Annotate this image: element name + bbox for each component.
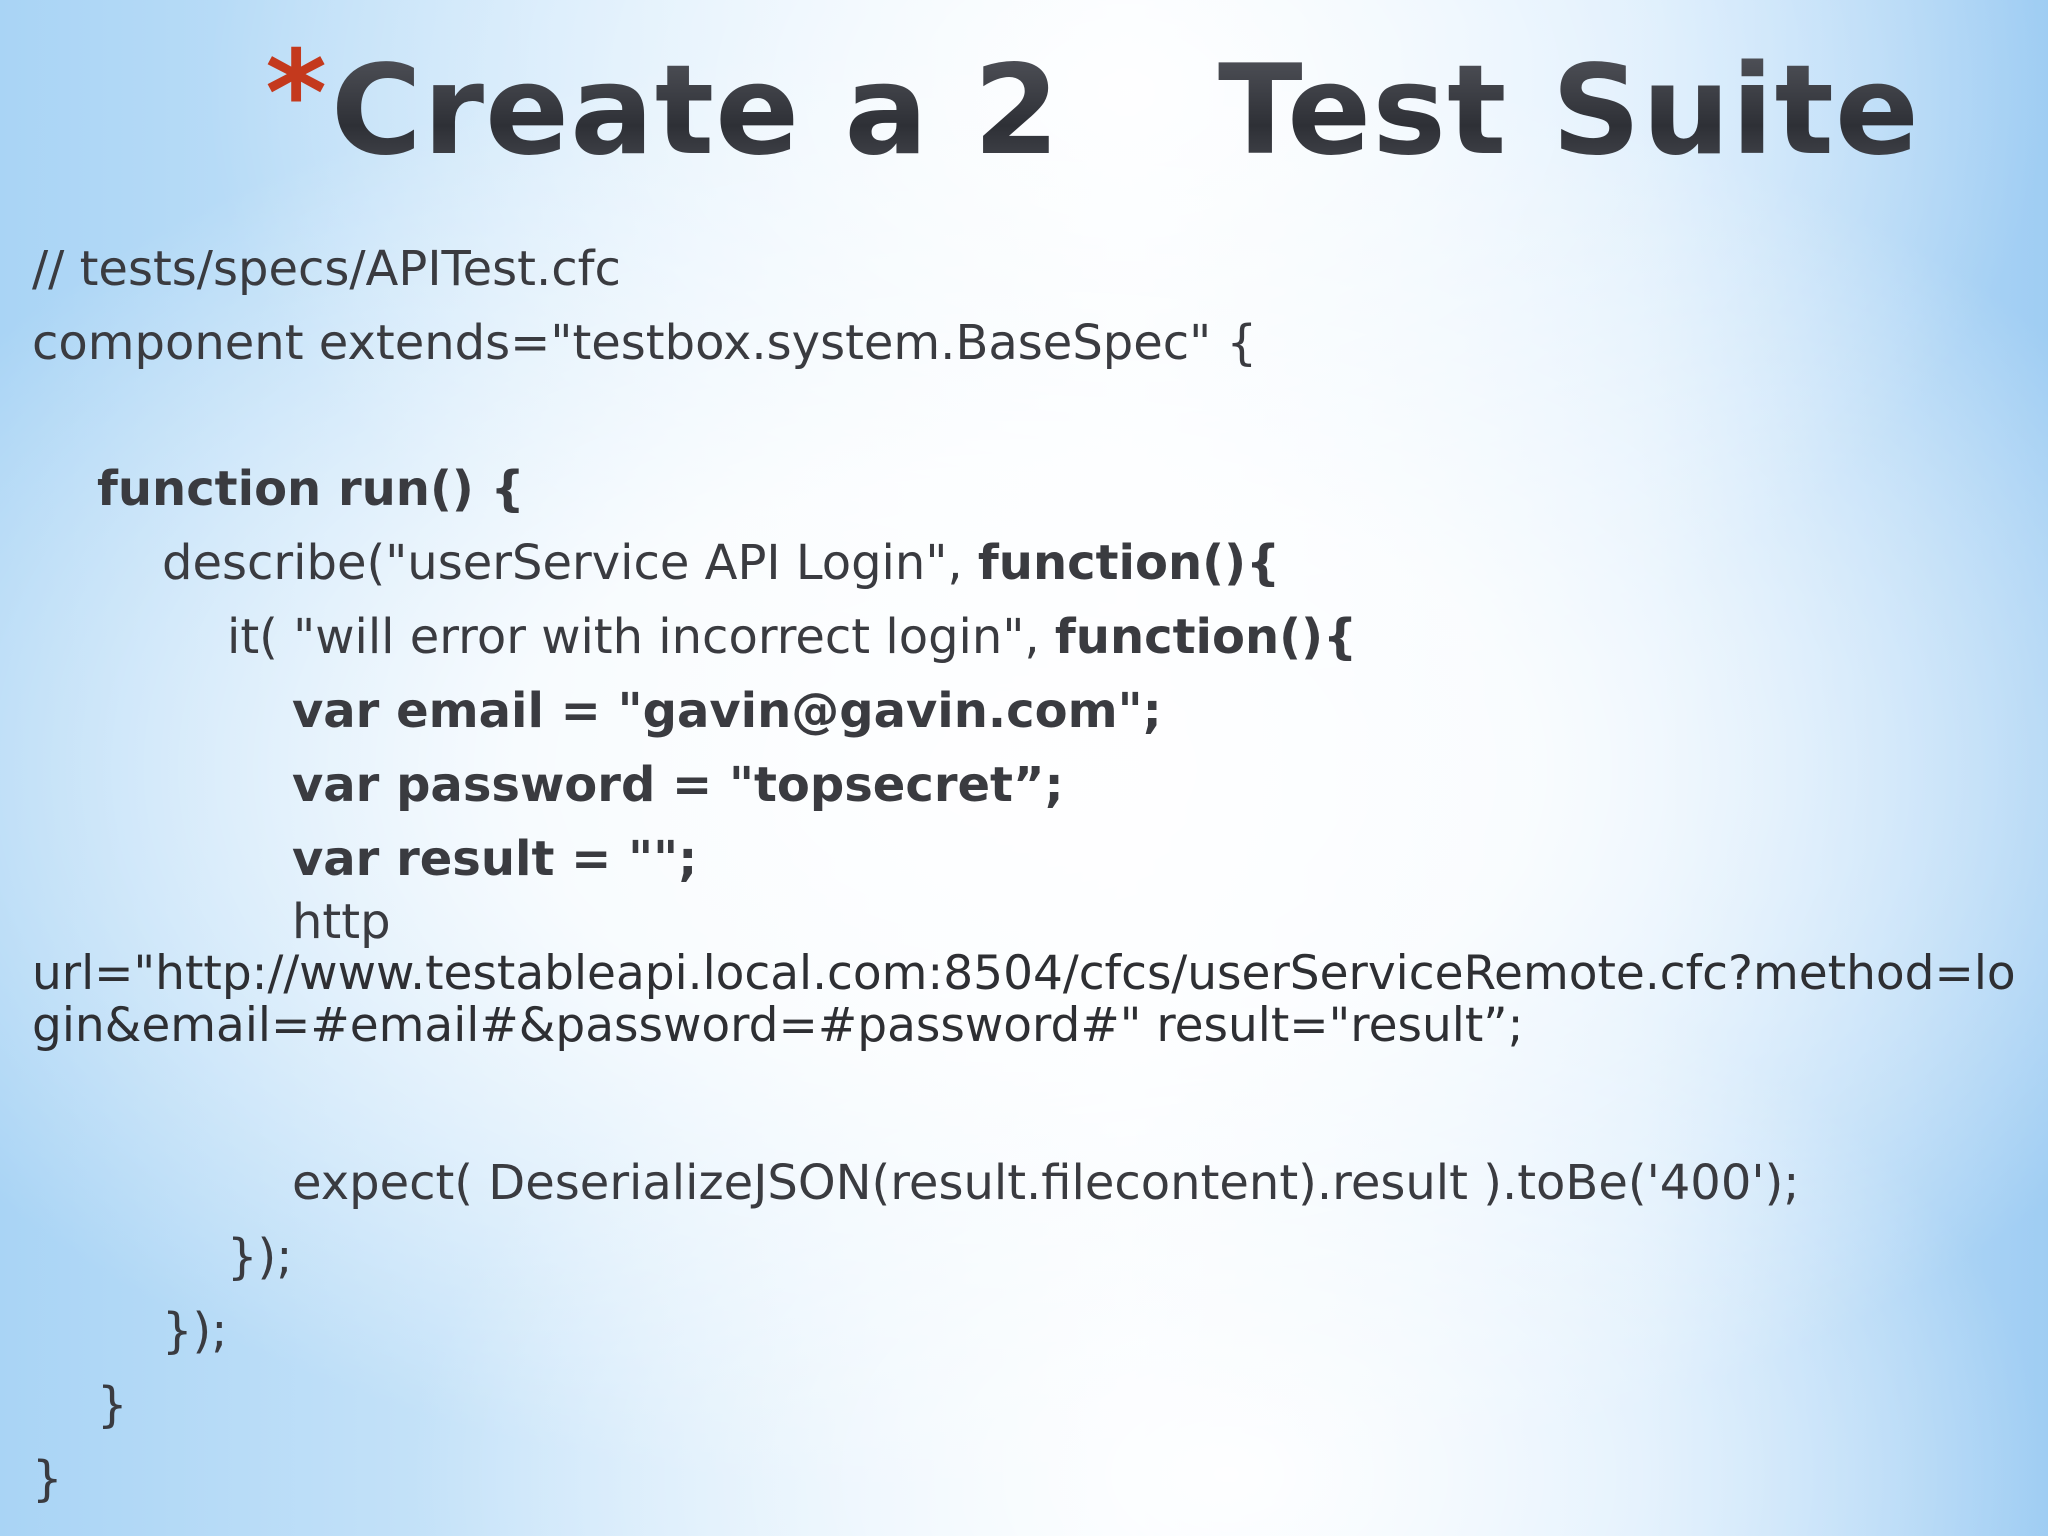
code-line-close-run: } xyxy=(97,1377,128,1433)
describe-function-keyword: function(){ xyxy=(977,535,1281,591)
code-line-comment: // tests/specs/APITest.cfc xyxy=(32,241,621,297)
title-superscript: nd xyxy=(1060,35,1174,125)
asterisk-bullet-icon: * xyxy=(265,24,327,162)
code-line-blank xyxy=(32,380,2022,452)
code-line-http-url: url="http://www.testableapi.local.com:85… xyxy=(32,946,2016,1053)
code-line-close-component: } xyxy=(32,1451,63,1507)
code-line-http: http xyxy=(292,894,391,950)
code-line-var-email: var email = "gavin@gavin.com"; xyxy=(292,683,1162,739)
code-line-close-describe: }); xyxy=(162,1303,228,1359)
code-line-describe: describe("userService API Login", functi… xyxy=(32,526,2022,600)
slide-title: * Create a 2nd Test Suite xyxy=(265,34,1920,183)
title-suffix: Test Suite xyxy=(1173,39,1920,183)
code-line-var-password: var password = "topsecret”; xyxy=(292,757,1064,813)
code-line-blank-2 xyxy=(32,1052,2022,1146)
code-line-var-result: var result = ""; xyxy=(292,831,698,887)
it-function-keyword: function(){ xyxy=(1054,609,1358,665)
code-line-function-run: function run() { xyxy=(97,461,525,517)
it-call: it( "will error with incorrect login", xyxy=(227,609,1055,665)
code-line-expect: expect( DeserializeJSON(result.fileconte… xyxy=(292,1155,1800,1211)
title-text: Create a 2nd Test Suite xyxy=(331,40,1920,183)
code-line-it: it( "will error with incorrect login", f… xyxy=(32,600,2022,674)
code-line-component: component extends="testbox.system.BaseSp… xyxy=(32,315,1258,371)
title-prefix: Create a 2 xyxy=(330,39,1061,183)
code-line-close-it: }); xyxy=(227,1229,293,1285)
describe-call: describe("userService API Login", xyxy=(162,535,978,591)
code-block: // tests/specs/APITest.cfc component ext… xyxy=(32,232,2022,1516)
